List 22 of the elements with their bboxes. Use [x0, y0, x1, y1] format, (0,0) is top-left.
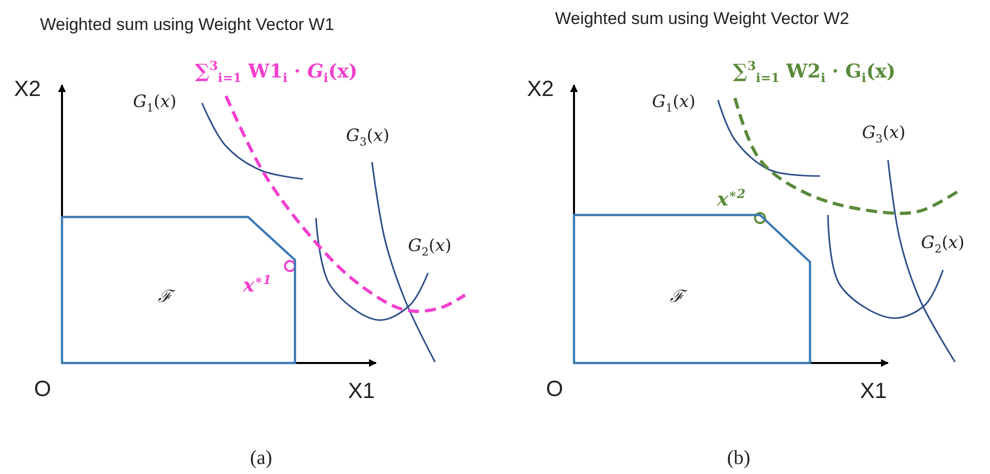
formula-label: ∑$^{3}$$_{i=1}$ W1$_{i}$ · G$_{i}$(x)	[195, 60, 358, 84]
axis-label: X1	[348, 380, 375, 402]
point-label: x$^{∗1}$	[243, 274, 272, 296]
origin-label: O	[546, 378, 564, 400]
point-label: x$^{∗2}$	[717, 188, 746, 210]
origin-label: O	[34, 378, 52, 400]
curve-label: G$_{3}$(x)	[346, 128, 390, 148]
panel-label: (b)	[727, 448, 750, 468]
axis-label: X1	[860, 380, 887, 402]
feasible-region	[574, 215, 810, 363]
panel-label: (a)	[250, 448, 272, 468]
curve-label: G$_{2}$(x)	[408, 238, 452, 258]
chart-title: Weighted sum using Weight Vector W1	[40, 16, 334, 33]
curve-label: G$_{2}$(x)	[921, 235, 964, 254]
curve-label: G$_{1}$(x)	[133, 94, 176, 114]
axis-label: X2	[14, 78, 41, 100]
feasible-region	[62, 217, 295, 363]
formula-label: ∑$^{3}$$_{i=1}$ W2$_{i}$ · G$_{i}$(x)	[733, 60, 896, 84]
curve-label: G$_{3}$(x)	[862, 125, 906, 144]
chart-title: Weighted sum using Weight Vector W2	[555, 10, 850, 27]
curve-label: G$_{1}$(x)	[652, 94, 696, 114]
axis-label: X2	[527, 78, 554, 100]
